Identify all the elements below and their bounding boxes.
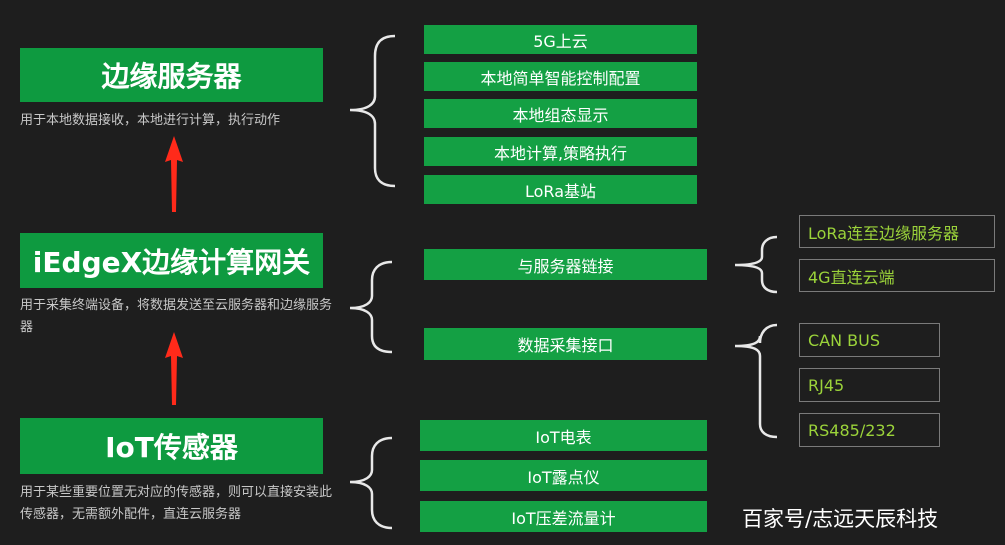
iot-sensor-desc: 用于某些重要位置无对应的传感器，则可以直接安装此传感器，无需额外配件，直连云服务… bbox=[20, 485, 333, 522]
interface-item: RJ45 bbox=[799, 368, 940, 402]
server-feature-item: 本地简单智能控制配置 bbox=[424, 62, 697, 91]
arrow-up-sensor-to-gateway bbox=[165, 332, 183, 405]
server-feature-item: 5G上云 bbox=[424, 25, 697, 54]
brace-sensors bbox=[349, 436, 393, 530]
brace-interfaces bbox=[734, 323, 778, 439]
edge-server-box: 边缘服务器 bbox=[20, 48, 323, 102]
sensor-item: IoT压差流量计 bbox=[420, 501, 707, 532]
brace-gateway-features bbox=[349, 260, 393, 354]
server-feature-item: LoRa基站 bbox=[424, 175, 697, 204]
gateway-box: iEdgeX边缘计算网关 bbox=[20, 233, 323, 288]
edge-server-title: 边缘服务器 bbox=[101, 60, 242, 93]
gateway-feature-item: 数据采集接口 bbox=[424, 328, 707, 360]
gateway-title: iEdgeX边缘计算网关 bbox=[32, 245, 311, 279]
interface-item: CAN BUS bbox=[799, 323, 940, 357]
watermark: 百家号/志远天辰科技 bbox=[742, 507, 939, 531]
arrow-up-gateway-to-server bbox=[165, 136, 183, 212]
sensor-item: IoT电表 bbox=[420, 420, 707, 451]
sensor-item: IoT露点仪 bbox=[420, 460, 707, 491]
link-option-item: 4G直连云端 bbox=[799, 259, 995, 292]
interface-item: RS485/232 bbox=[799, 413, 940, 447]
brace-server-features bbox=[349, 34, 396, 188]
link-option-item: LoRa连至边缘服务器 bbox=[799, 215, 995, 248]
iot-sensor-title: IoT传感器 bbox=[105, 431, 238, 464]
server-feature-item: 本地组态显示 bbox=[424, 99, 697, 128]
edge-server-desc: 用于本地数据接收，本地进行计算，执行动作 bbox=[20, 113, 281, 128]
gateway-feature-item: 与服务器链接 bbox=[424, 249, 707, 280]
iot-sensor-box: IoT传感器 bbox=[20, 418, 323, 474]
gateway-desc: 用于采集终端设备，将数据发送至云服务器和边缘服务器 bbox=[20, 298, 333, 335]
brace-link-options bbox=[734, 235, 778, 294]
server-feature-item: 本地计算,策略执行 bbox=[424, 137, 697, 166]
